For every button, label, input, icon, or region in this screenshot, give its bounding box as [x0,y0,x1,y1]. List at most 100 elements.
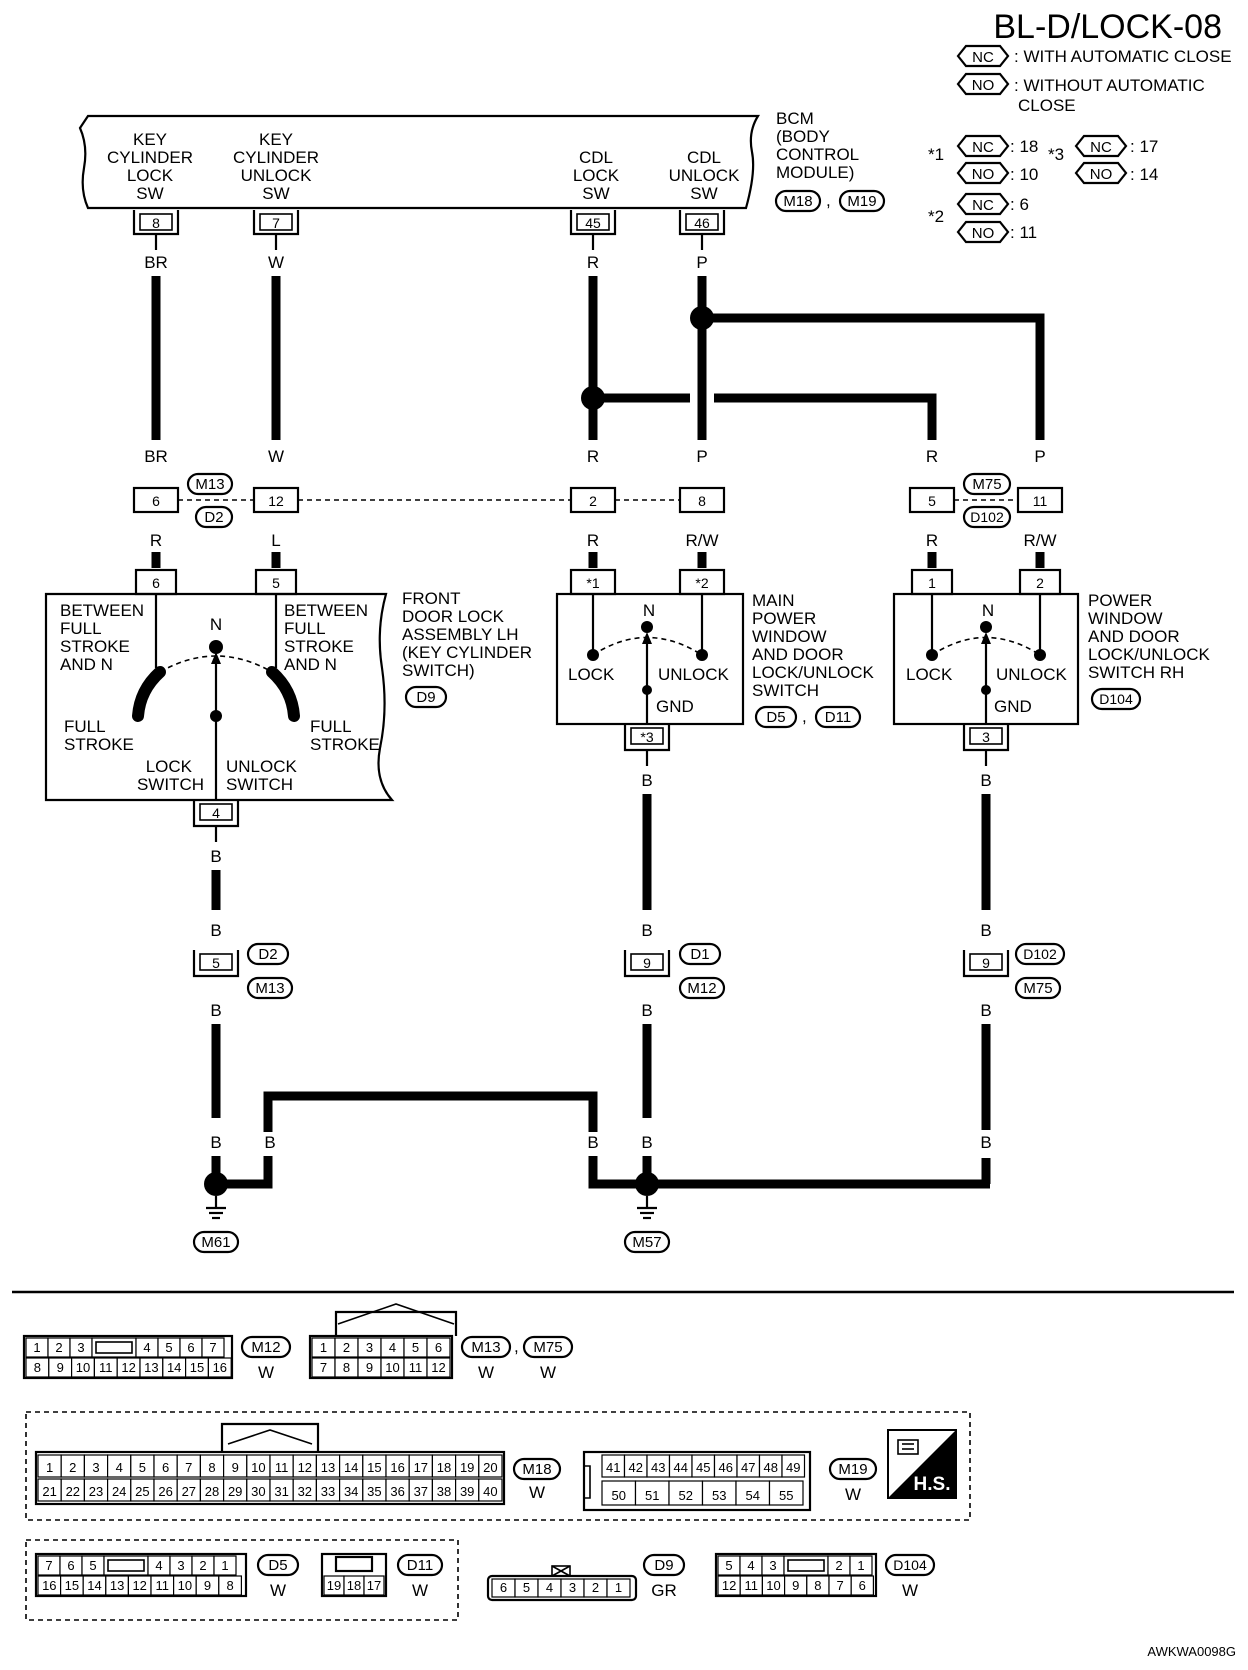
connector-pin-number: 35 [367,1484,381,1499]
svg-text:M75: M75 [1023,980,1052,997]
connector-cavity [634,1480,670,1506]
svg-text:H.S.: H.S. [914,1474,951,1495]
connector-cavity [213,1555,237,1576]
connector-pin-number: 7 [320,1360,327,1375]
connector-cavity [701,1480,737,1506]
svg-text:SWITCH: SWITCH [226,775,293,794]
connector-pin-number: 31 [274,1484,288,1499]
connector-pin-number: 50 [612,1488,626,1503]
svg-text:GR: GR [651,1581,677,1600]
svg-text:CDL: CDL [579,148,613,167]
top-wires: BR BR W W R R P P R P [144,234,1046,466]
svg-text:B: B [210,1001,221,1020]
svg-text:BETWEEN: BETWEEN [284,601,368,620]
svg-text:(BODY: (BODY [776,127,830,146]
svg-text:NC: NC [972,139,994,156]
svg-text:*3: *3 [640,729,653,745]
connector-pin-number: 12 [298,1460,312,1475]
svg-text:LOCK: LOCK [146,757,193,776]
svg-text:8: 8 [152,215,160,231]
connector-pin-number: 4 [116,1460,123,1475]
connector-pin-number: 52 [679,1488,693,1503]
svg-text:STROKE: STROKE [64,735,134,754]
connector-pin-number: 51 [645,1488,659,1503]
connector-pin-number: 48 [764,1460,778,1475]
connector-pin-number: 46 [719,1460,733,1475]
svg-text:: 10: : 10 [1010,165,1038,184]
svg-text:D102: D102 [970,509,1004,525]
page-id: BL-D/LOCK-08 [993,8,1222,46]
svg-text:UNLOCK: UNLOCK [241,166,313,185]
svg-text:12: 12 [268,493,284,509]
svg-text:STROKE: STROKE [284,637,354,656]
connector-cavity [735,1480,771,1506]
connector-cavity [426,1357,451,1378]
connector-pin-number: 7 [45,1558,52,1573]
connector-pin-number: 4 [389,1340,396,1355]
connector-pin-number: 43 [651,1460,665,1475]
svg-text:: WITH AUTOMATIC CLOSE: : WITH AUTOMATIC CLOSE [1014,47,1232,66]
svg-text:45: 45 [585,215,601,231]
connector-pin-number: 28 [205,1484,219,1499]
connector-pin-number: 5 [412,1340,419,1355]
connector-pin-number: 9 [57,1360,64,1375]
connector-cavity [606,1578,631,1598]
svg-text:NC: NC [1090,139,1112,156]
svg-text:POWER: POWER [1088,591,1152,610]
connector-cavity [218,1575,243,1596]
svg-text:NO: NO [972,225,995,242]
svg-text:: 14: : 14 [1130,165,1158,184]
connector-pin-number: 12 [132,1578,146,1593]
connector-pin-number: 21 [42,1484,56,1499]
svg-text:B: B [210,921,221,940]
svg-text:4: 4 [212,805,220,821]
connector-pin-number: 18 [347,1578,361,1593]
connector-pin-number: 10 [76,1360,90,1375]
svg-text:M13: M13 [195,476,224,493]
connector-pin-number: 41 [606,1460,620,1475]
svg-text:B: B [980,921,991,940]
svg-text:SWITCH RH: SWITCH RH [1088,663,1184,682]
connector-cavity [478,1478,503,1502]
connector-pin-number: 6 [500,1580,507,1595]
svg-text:MAIN: MAIN [752,591,795,610]
connector-pin-number: 19 [327,1578,341,1593]
svg-text:1: 1 [928,575,936,591]
svg-text:9: 9 [982,955,990,971]
connector-pin-number: 38 [437,1484,451,1499]
connector-pin-number: 13 [321,1460,335,1475]
svg-text:B: B [641,921,652,940]
legend: NC : WITH AUTOMATIC CLOSE NO : WITHOUT A… [928,44,1232,244]
svg-text:W: W [412,1581,428,1600]
svg-text:M75: M75 [533,1339,562,1356]
connector-pin-number: 11 [745,1578,759,1593]
ground-circuit: B B B B B B 5 D2 M13 9 D1 M12 9 D102 M75… [192,750,1066,1254]
svg-text:D102: D102 [1023,946,1057,962]
svg-text:6: 6 [152,493,160,509]
svg-text:8: 8 [698,493,706,509]
connector-pin-number: 37 [414,1484,428,1499]
connector-cavity [849,1555,873,1576]
connector-pin-number: 16 [213,1360,227,1375]
connector-pin-number: 6 [162,1460,169,1475]
svg-text:R: R [926,531,938,550]
connector-pin-number: 10 [251,1460,265,1475]
svg-text:W: W [268,253,284,272]
svg-text:LOCK/UNLOCK: LOCK/UNLOCK [1088,645,1211,664]
svg-text:D2: D2 [258,946,277,963]
front-door-lock-assembly: 6 5 N BETWEEN FULL STROKE AND N BETWEEN … [44,568,532,828]
connector-pin-number: 15 [190,1360,204,1375]
connector-pin-number: 11 [275,1460,289,1475]
connector-pin-number: 9 [366,1360,373,1375]
svg-text:CDL: CDL [687,148,721,167]
connector-pin-number: 22 [66,1484,80,1499]
svg-text:M12: M12 [251,1339,280,1356]
connector-pin-number: 8 [343,1360,350,1375]
svg-text:5: 5 [928,493,936,509]
connector-pin-number: 25 [135,1484,149,1499]
connector-pin-number: 12 [121,1360,135,1375]
connector-pin-number: 9 [232,1460,239,1475]
connector-pin-number: 14 [87,1578,101,1593]
